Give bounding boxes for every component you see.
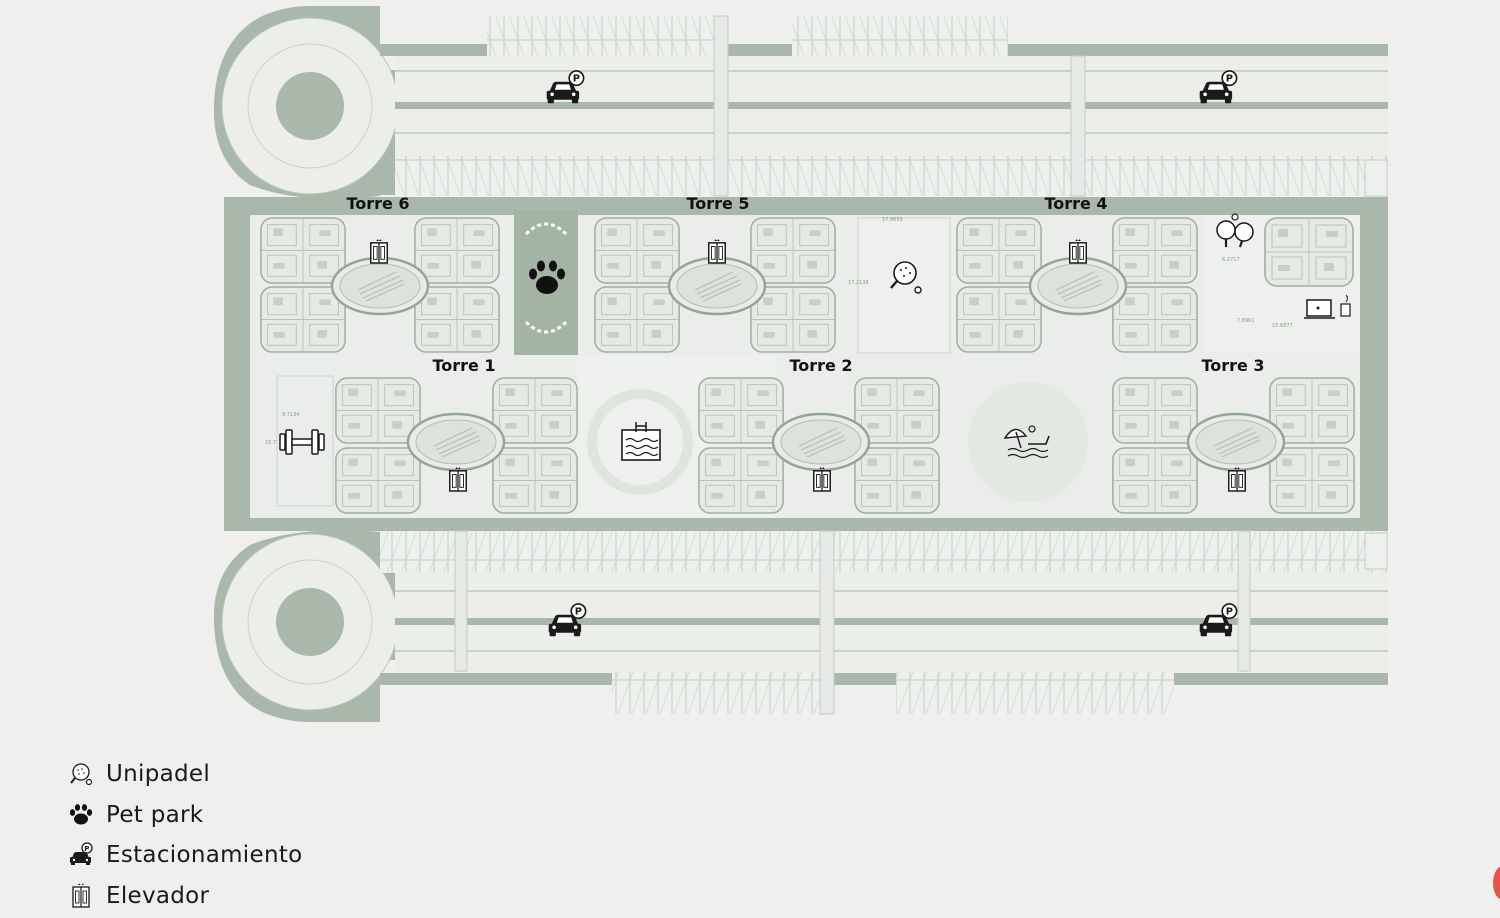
tower-label-torre-5: Torre 5 [686, 194, 749, 213]
unipadel-icon[interactable] [890, 261, 922, 294]
elevator-icon[interactable] [1068, 238, 1088, 264]
legend-item-unipadel: Unipadel [68, 754, 303, 795]
sun-lounge-icon[interactable] [1003, 425, 1050, 459]
dimension-label: 7.8961 [1237, 318, 1255, 324]
elevator-icon[interactable] [448, 466, 468, 492]
unipadel-icon [68, 761, 94, 787]
elevator-icon[interactable] [812, 466, 832, 492]
tower-label-torre-2: Torre 2 [789, 356, 852, 375]
tower-label-torre-4: Torre 4 [1044, 194, 1107, 213]
tower-label-torre-6: Torre 6 [346, 194, 409, 213]
tower-label-torre-1: Torre 1 [432, 356, 495, 375]
pool-icon[interactable] [621, 422, 661, 461]
legend-item-estacionamiento: P Estacionamiento [68, 835, 303, 876]
legend-label: Elevador [106, 882, 210, 909]
elevator-icon [68, 883, 94, 909]
gym-icon[interactable] [279, 429, 325, 455]
elevator-icon[interactable] [1227, 466, 1247, 492]
dimension-label: 9.7134 [282, 412, 300, 418]
coworking-icon[interactable] [1304, 294, 1351, 319]
legend-label: Pet park [106, 801, 204, 828]
legend-item-elevador: Elevador [68, 876, 303, 917]
dimension-labels: 17.8659 17.2138 6.2717 7.8961 15.6877 9.… [265, 217, 1293, 446]
legend-item-pet-park: Pet park [68, 795, 303, 836]
top-parking-area [213, 6, 1388, 199]
dimension-label: 15.6877 [1272, 323, 1293, 329]
elevator-icon[interactable] [369, 238, 389, 264]
legend-label: Estacionamiento [106, 842, 303, 869]
ping-pong-icon[interactable] [1216, 213, 1254, 248]
elevator-icon[interactable] [707, 238, 727, 264]
tower-label-torre-3: Torre 3 [1201, 356, 1264, 375]
pet-park-icon[interactable] [524, 222, 568, 334]
dimension-label: 6.2717 [1222, 257, 1240, 263]
dimension-label: 17.2138 [848, 280, 869, 286]
legend-label: Unipadel [106, 761, 211, 788]
parking-icon: P [68, 842, 94, 868]
paw-icon [68, 802, 94, 828]
chat-widget-button[interactable] [1493, 866, 1500, 900]
dimension-label: 15.7 [265, 440, 276, 446]
map-legend: Unipadel Pet park P Estacionamiento Elev… [68, 754, 303, 916]
svg-text:P: P [84, 845, 89, 853]
dimension-label: 17.8659 [882, 217, 903, 223]
